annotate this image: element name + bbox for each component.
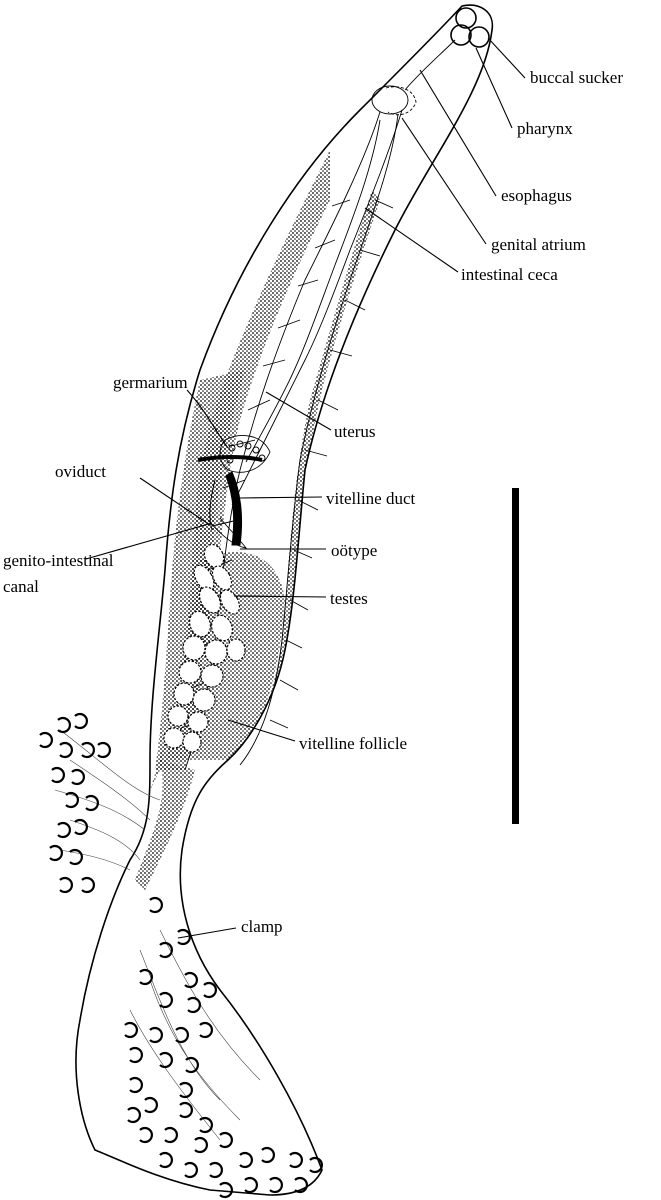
germarium xyxy=(219,435,271,473)
testes xyxy=(163,543,246,753)
esophagus xyxy=(404,39,456,91)
label-ootype: oötype xyxy=(331,541,377,560)
body-outline xyxy=(75,4,494,1196)
label-vitelline-follicle: vitelline follicle xyxy=(299,734,407,753)
label-intestinal-ceca: intestinal ceca xyxy=(461,265,558,284)
label-genital-atrium: genital atrium xyxy=(491,235,586,254)
clamps xyxy=(39,712,323,1199)
label-esophagus: esophagus xyxy=(501,186,572,205)
label-testes: testes xyxy=(330,589,368,608)
label-clamp: clamp xyxy=(241,917,283,936)
labels: buccal sucker pharynx esophagus genital … xyxy=(3,68,623,936)
intestinal-cecum-right xyxy=(239,113,399,766)
buccal-sucker xyxy=(450,7,490,48)
oviduct xyxy=(225,471,243,546)
vitelline-duct xyxy=(197,455,263,462)
ootype xyxy=(207,517,248,549)
label-genito-intestinal-2: canal xyxy=(3,577,39,596)
label-buccal-sucker: buccal sucker xyxy=(530,68,623,87)
vitelline-field xyxy=(135,150,380,890)
label-vitelline-duct: vitelline duct xyxy=(326,489,416,508)
uterus xyxy=(231,109,403,506)
leader-lines xyxy=(85,37,526,939)
label-pharynx: pharynx xyxy=(517,119,573,138)
label-genito-intestinal-1: genito-intestinal xyxy=(3,551,114,570)
label-oviduct: oviduct xyxy=(55,462,106,481)
genital-atrium xyxy=(385,86,417,116)
scale-bar xyxy=(512,488,519,824)
haptor-muscle-fibers xyxy=(54,729,261,1141)
label-germarium: germarium xyxy=(113,373,188,392)
label-uterus: uterus xyxy=(334,422,376,441)
pharynx xyxy=(371,85,409,115)
